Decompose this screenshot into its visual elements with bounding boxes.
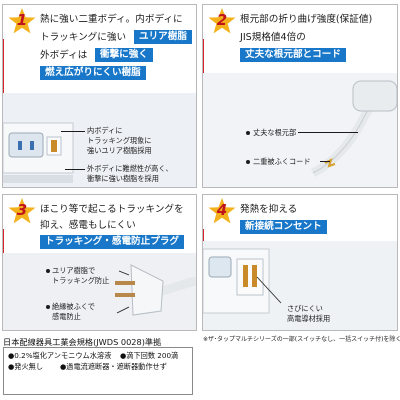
headline-line: トラッキングに強い (40, 32, 127, 43)
headline-line: ほこり等で起こるトラッキングを (40, 204, 184, 215)
headline-line: 抑え、感電もしにくい (40, 220, 136, 231)
star-badge-4: 4 (207, 197, 237, 227)
star-number: 2 (216, 11, 228, 29)
jis-spec-item: ●過電流遮断器・遮断器動作せず (60, 362, 167, 371)
product-photo (3, 253, 196, 330)
accent-line (3, 39, 4, 95)
product-photo (203, 241, 397, 330)
plug-illustration (115, 264, 196, 316)
outlet-illustration (203, 248, 282, 314)
leader-line (65, 169, 85, 170)
jis-spec-box: ●0.2%塩化アンモニウム水溶液 ●滴下回数 200滴 ●発火無し ●過電流遮断… (3, 347, 193, 395)
jis-spec-item: ●発火無し (8, 362, 44, 371)
star-icon (208, 8, 236, 34)
callout-dot (246, 160, 250, 164)
star-badge-3: 3 (7, 197, 37, 227)
accent-line (3, 229, 4, 257)
headline-line: 外ボディは (40, 50, 88, 61)
leader-line (61, 131, 85, 132)
highlight-label: ユリア樹脂 (134, 30, 192, 44)
callout-label: トラッキング現象に (87, 136, 152, 145)
headline-line: 熱に強い二重ボディ。内ボディに (40, 14, 183, 25)
feature-panel-3: 3 ほこり等で起こるトラッキングを 抑え、感電もしにくい トラッキング・感電防止… (2, 194, 197, 331)
cord-illustration (310, 80, 397, 178)
highlight-label: 丈夫な根元部とコード (240, 48, 346, 62)
callout-dot (46, 305, 50, 309)
headline-line: JIS規格値4倍の (240, 32, 306, 43)
jis-standard-title: 日本配線器具工業会規格(JWDS 0028)準拠 (3, 337, 162, 347)
leader-line (320, 161, 330, 162)
star-icon (8, 8, 36, 34)
star-badge-1: 1 (7, 7, 37, 37)
callout-label: 感電防止 (52, 312, 81, 321)
star-icon (8, 198, 36, 224)
highlight-label: 新接続コンセント (240, 220, 327, 234)
star-badge-2: 2 (207, 7, 237, 37)
callout-label: さびにくい (287, 304, 323, 313)
highlight-label: 衝撃に強く (95, 48, 153, 62)
callout-label: 内ボディに (87, 126, 123, 135)
callout-dot (246, 131, 250, 135)
callout-label: ユリア樹脂で (52, 266, 96, 275)
star-number: 3 (16, 201, 28, 219)
headline-line: 根元部の折り曲げ強度(保証値) (240, 14, 373, 25)
callout-label: 高電導材採用 (287, 314, 331, 323)
feature-panel-1: 1 熱に強い二重ボディ。内ボディに トラッキングに強い ユリア樹脂 外ボディは … (2, 4, 197, 188)
callout-label: トラッキング防止 (52, 276, 110, 285)
leader-line (298, 132, 358, 133)
highlight-label: トラッキング・感電防止プラグ (40, 235, 185, 249)
product-photo (203, 73, 397, 187)
callout-label: 丈夫な根元部 (253, 128, 297, 137)
star-number: 1 (16, 11, 28, 29)
feature-panel-4: 4 発熱を抑える 新接続コンセント さびにくい 高電導材採用 (202, 194, 398, 331)
callout-label: 絶縁被ふくで (52, 302, 95, 311)
callout-dot (46, 269, 50, 273)
feature-panel-2: 2 根元部の折り曲げ強度(保証値) JIS規格値4倍の 丈夫な根元部とコード 丈… (202, 4, 398, 188)
callout-label: 二重被ふくコード (253, 157, 311, 166)
highlight-label: 燃え広がりにくい樹脂 (40, 66, 146, 80)
star-icon (208, 198, 236, 224)
headline-line: 発熱を抑える (240, 204, 298, 215)
callout-label: 衝撃に強い樹脂を採用 (87, 174, 159, 183)
callout-label: 外ボディに難燃性が高く、 (87, 164, 173, 173)
footnote: ※ザ･タップマルチシリーズの一部(スイッチなし、一括スイッチ付)を除く (203, 336, 400, 343)
star-number: 4 (216, 201, 228, 219)
accent-line (203, 39, 204, 79)
jis-spec-item: ●滴下回数 200滴 (120, 351, 179, 360)
callout-label: 強いユリア樹脂採用 (87, 146, 152, 155)
jis-spec-item: ●0.2%塩化アンモニウム水溶液 (8, 351, 112, 360)
